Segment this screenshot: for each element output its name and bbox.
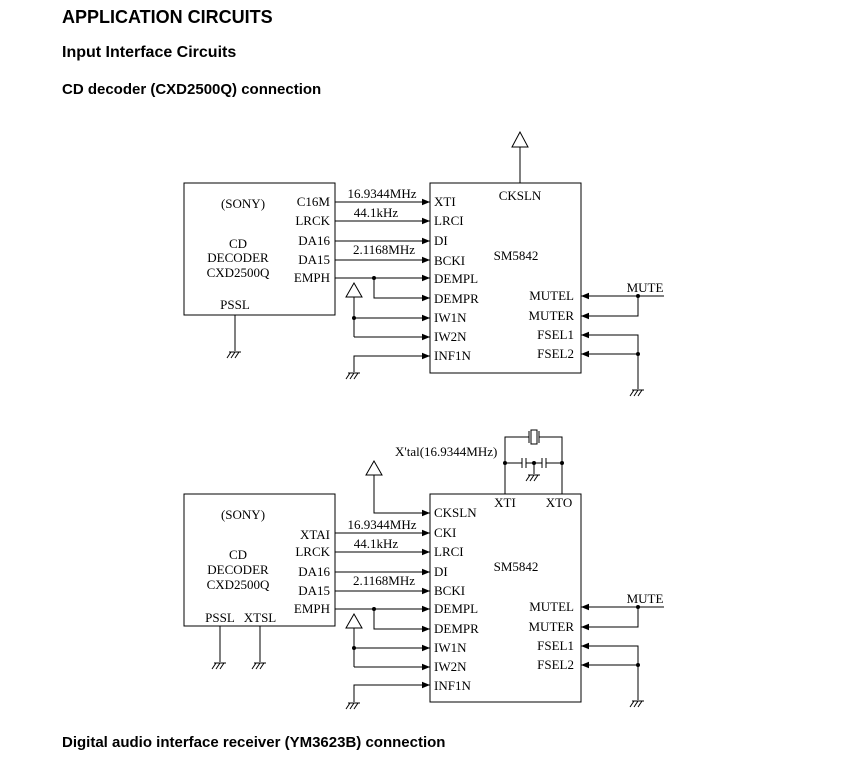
decoder-line: CD [229,236,247,251]
chip-pin-label: FSEL1 [537,638,574,653]
section-heading: Input Interface Circuits [62,44,237,61]
decoder-pin-label: XTAI [300,527,330,542]
chip-name: SM5842 [494,248,539,263]
signal-label: 16.9344MHz [348,186,417,201]
mute-label: MUTE [627,591,664,606]
chip-pin-label: LRCI [434,213,464,228]
chip-pin-label: BCKI [434,583,465,598]
decoder-pin-label: PSSL [220,297,250,312]
ground-icon [211,662,226,670]
chip-pin-label: IW1N [434,310,467,325]
signal-label: 2.1168MHz [353,573,415,588]
cd-decoder-heading: CD decoder (CXD2500Q) connection [62,81,322,98]
chip-pin-label: XTI [494,495,516,510]
decoder-pin-label: DA15 [298,252,330,267]
vdd-triangle-icon [345,612,363,629]
cksln-wire [373,475,430,517]
signal-label: 44.1kHz [354,205,399,220]
chip-pin-label: DI [434,233,448,248]
decoder-pin-label: EMPH [294,270,330,285]
chip-pin-label: DEMPL [434,271,478,286]
chip-pin-label: CKSLN [499,188,542,203]
dempr-wire [373,609,430,633]
decoder-pin-label: DA15 [298,583,330,598]
diagram-cd-decoder-1: (SONY) CD DECODER CXD2500Q C16M LRCK DA1… [183,130,664,397]
fsel1-wire [581,642,639,700]
decoder-pin-label: DA16 [298,233,330,248]
mute-label: MUTE [627,280,664,295]
decoder-pin-label: EMPH [294,601,330,616]
signal-label: 44.1kHz [354,536,399,551]
decoder-line: CD [229,547,247,562]
decoder-pin-label: DA16 [298,564,330,579]
chip-pin-label: DI [434,564,448,579]
crystal-oscillator [503,429,564,494]
sm5842-chip [429,182,582,374]
chip-pin-label: MUTEL [529,599,574,614]
decoder-brand: (SONY) [221,507,265,522]
chip-pin-label: INF1N [434,348,471,363]
muter-wire [581,607,639,631]
chip-pin-label: FSEL1 [537,327,574,342]
crystal-label: X'tal(16.9344MHz) [395,444,497,459]
signal-label: 2.1168MHz [353,242,415,257]
decoder-pin-label: LRCK [295,213,330,228]
inf1n-wire [353,681,430,702]
decoder-pin-label: XTSL [244,610,277,625]
chip-pin-label: XTI [434,194,456,209]
chip-pin-label: BCKI [434,253,465,268]
ground-icon [525,474,540,482]
decoder-pin-label: C16M [297,194,331,209]
vdd-triangle-icon [345,281,363,298]
muter-wire [581,296,639,320]
signal-label: 16.9344MHz [348,517,417,532]
chip-pin-label: INF1N [434,678,471,693]
diagram-cd-decoder-2: (SONY) CD DECODER CXD2500Q XTAI LRCK DA1… [183,429,664,710]
ground-icon [226,351,241,359]
ground-icon [345,372,360,380]
chip-pin-label: LRCI [434,544,464,559]
chip-pin-label: MUTEL [529,288,574,303]
page-title: APPLICATION CIRCUITS [62,7,273,27]
decoder-line: DECODER [207,562,269,577]
chip-pin-label: MUTER [529,308,575,323]
vdd-triangle-icon [365,459,383,476]
chip-pin-label: XTO [546,495,572,510]
chip-pin-label: FSEL2 [537,657,574,672]
chip-pin-label: DEMPR [434,621,479,636]
decoder-brand: (SONY) [221,196,265,211]
decoder-line: DECODER [207,250,269,265]
decoder-line: CXD2500Q [207,577,270,592]
chip-pin-label: DEMPL [434,601,478,616]
chip-pin-label: IW2N [434,659,467,674]
decoder-pin-label: PSSL [205,610,235,625]
chip-pin-label: IW2N [434,329,467,344]
chip-pin-label: IW1N [434,640,467,655]
ground-icon [251,662,266,670]
chip-pin-label: FSEL2 [537,346,574,361]
ground-icon [629,389,644,397]
chip-name: SM5842 [494,559,539,574]
chip-pin-label: DEMPR [434,291,479,306]
decoder-pin-label: LRCK [295,544,330,559]
decoder-line: CXD2500Q [207,265,270,280]
ground-icon [629,700,644,708]
dempr-wire [373,278,430,302]
dai-receiver-heading: Digital audio interface receiver (YM3623… [62,734,446,751]
decoder-block [183,182,336,316]
chip-pin-label: MUTER [529,619,575,634]
ground-icon [345,702,360,710]
vdd-triangle-icon [511,130,529,148]
chip-pin-label: CKI [434,525,456,540]
chip-pin-label: CKSLN [434,505,477,520]
inf1n-wire [353,352,430,372]
fsel1-wire [581,331,639,389]
